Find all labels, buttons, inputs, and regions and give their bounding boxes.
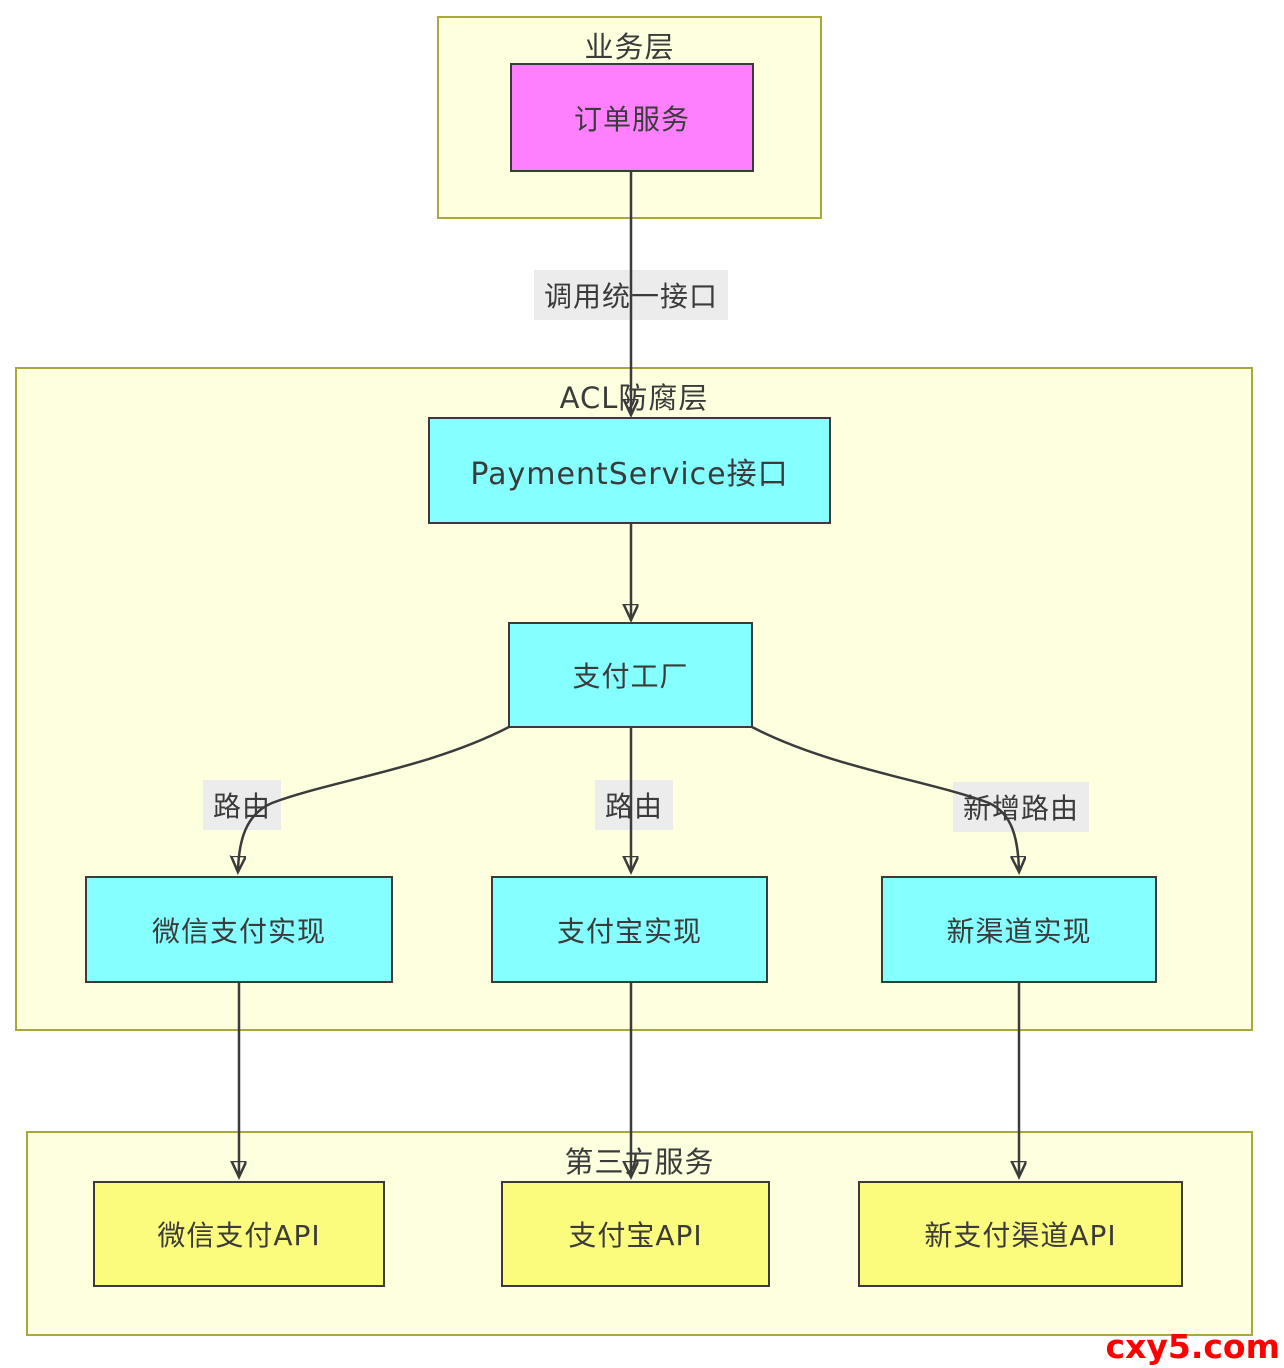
node-order-service: 订单服务 [510,63,754,172]
edge-label-route-middle: 路由 [595,780,674,830]
edge-label-call-unified-interface: 调用统一接口 [533,270,729,320]
third-party-layer-title: 第三方服务 [564,1145,715,1179]
node-payment-factory-label: 支付工厂 [572,660,689,693]
node-new-channel-impl-label: 新渠道实现 [946,914,1092,948]
node-alipay-api-label: 支付宝API [568,1219,703,1252]
node-order-service-label: 订单服务 [573,102,690,136]
edge-label-route-right: 新增路由 [953,782,1090,832]
node-alipay-impl-label: 支付宝实现 [556,914,702,948]
node-new-channel-impl: 新渠道实现 [881,876,1157,983]
node-payment-service-label: PaymentService接口 [470,456,789,492]
node-wechat-pay-impl-label: 微信支付实现 [151,914,326,948]
node-payment-service-interface: PaymentService接口 [428,417,831,524]
node-wechat-pay-impl: 微信支付实现 [85,876,393,983]
node-wechat-pay-api: 微信支付API [93,1181,385,1287]
watermark: cxy5.com [1105,1327,1280,1366]
node-new-payment-channel-api-label: 新支付渠道API [924,1219,1117,1252]
node-new-payment-channel-api: 新支付渠道API [858,1181,1183,1287]
node-wechat-pay-api-label: 微信支付API [157,1219,321,1252]
business-layer-title: 业务层 [584,30,675,64]
node-alipay-impl: 支付宝实现 [491,876,768,983]
node-payment-factory: 支付工厂 [508,622,753,728]
acl-layer-title: ACL防腐层 [559,381,709,415]
node-alipay-api: 支付宝API [501,1181,770,1287]
edge-label-route-left: 路由 [203,780,282,830]
